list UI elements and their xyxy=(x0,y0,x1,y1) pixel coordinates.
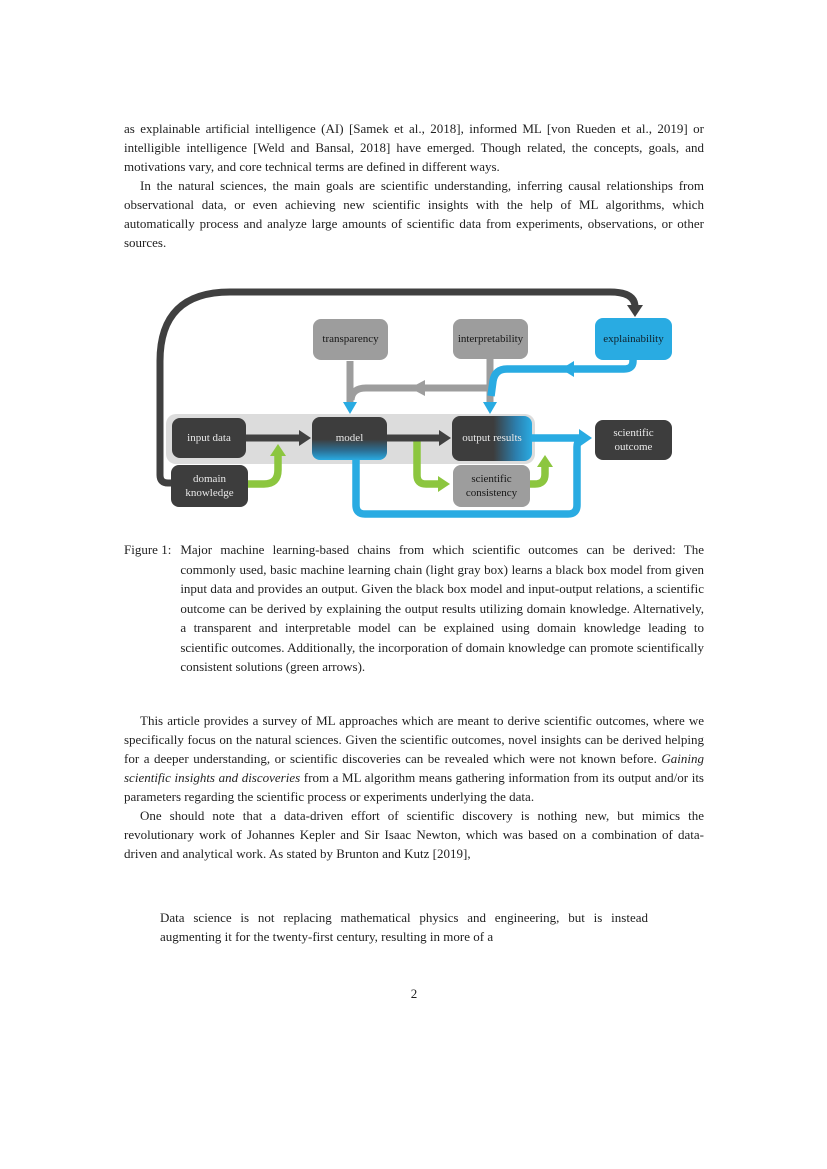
figure-caption-label: Figure 1: xyxy=(124,542,172,557)
blue-down-arrowhead-output xyxy=(483,402,497,414)
blue-right-arrowhead-outcome xyxy=(579,429,592,447)
node-transparency: transparency xyxy=(313,319,388,360)
node-output-results-label: output results xyxy=(462,432,522,445)
green-up-arrowhead-outcome xyxy=(537,455,553,467)
paragraph-3-before: This article provides a survey of ML app… xyxy=(124,713,704,766)
node-explainability: explainability xyxy=(595,318,672,360)
diagram-arrows xyxy=(156,288,643,518)
paragraph-2: In the natural sciences, the main goals … xyxy=(124,178,704,250)
figure-1-caption: Figure 1: Major machine learning-based c… xyxy=(124,540,704,677)
node-domain-knowledge: domain knowledge xyxy=(171,465,248,507)
gray-left-arrowhead xyxy=(410,380,425,396)
node-explainability-label: explainability xyxy=(603,332,664,345)
arrow-domain-to-model-green xyxy=(238,455,282,488)
arrow-interpretability-to-transparency-line xyxy=(347,384,490,401)
paragraph-4: One should note that a data-driven effor… xyxy=(124,808,704,861)
green-right-arrowhead-consistency xyxy=(438,476,450,492)
node-input-data: input data xyxy=(172,418,246,458)
node-output-results: output results xyxy=(452,416,532,461)
intro-text-block: as explainable artificial intelligence (… xyxy=(124,119,704,252)
arrow-model-to-consistency-green xyxy=(413,439,438,488)
page-number: 2 xyxy=(410,986,418,1001)
node-scientific-consistency: scientific consistency xyxy=(453,465,530,507)
node-model: model xyxy=(312,417,387,460)
arrow-model-loop-to-outcome-blue xyxy=(352,434,587,518)
node-interpretability: interpretability xyxy=(453,319,528,359)
node-domain-knowledge-label: domain knowledge xyxy=(185,472,234,499)
node-input-data-label: input data xyxy=(187,431,231,444)
block-quote: Data science is not replacing mathematic… xyxy=(160,910,648,944)
dark-right-arrowhead-model xyxy=(299,430,311,446)
node-transparency-label: transparency xyxy=(322,333,379,346)
paragraph-3-after: from a ML algorithm means gathering info… xyxy=(124,770,704,804)
green-up-arrowhead-model xyxy=(270,444,286,456)
dark-right-arrowhead-output xyxy=(439,430,451,446)
dark-down-arrowhead-explainability xyxy=(627,305,643,317)
figure-caption-text: Major machine learning-based chains from… xyxy=(180,542,704,674)
node-interpretability-label: interpretability xyxy=(457,332,524,345)
blue-left-arrowhead-explain xyxy=(561,361,574,377)
paragraph-1: as explainable artificial intelligence (… xyxy=(124,121,704,174)
arrow-consistency-to-outcome-green xyxy=(528,466,549,488)
node-model-label: model xyxy=(335,432,364,445)
node-scientific-consistency-label: scientific consistency xyxy=(465,472,518,499)
blue-down-arrowhead-model xyxy=(343,402,357,414)
paragraph-3-italic: Gaining scientific insights and discover… xyxy=(124,751,704,785)
figure-1-diagram: transparency interpretability explainabi… xyxy=(124,283,704,531)
node-scientific-outcome: scientific outcome xyxy=(595,420,672,460)
arrow-domain-to-explainability-dark xyxy=(156,288,639,487)
paragraph-3: This article provides a survey of ML app… xyxy=(124,711,704,806)
discussion-text-block: This article provides a survey of ML app… xyxy=(124,711,704,863)
node-scientific-outcome-label: scientific outcome xyxy=(613,426,654,453)
